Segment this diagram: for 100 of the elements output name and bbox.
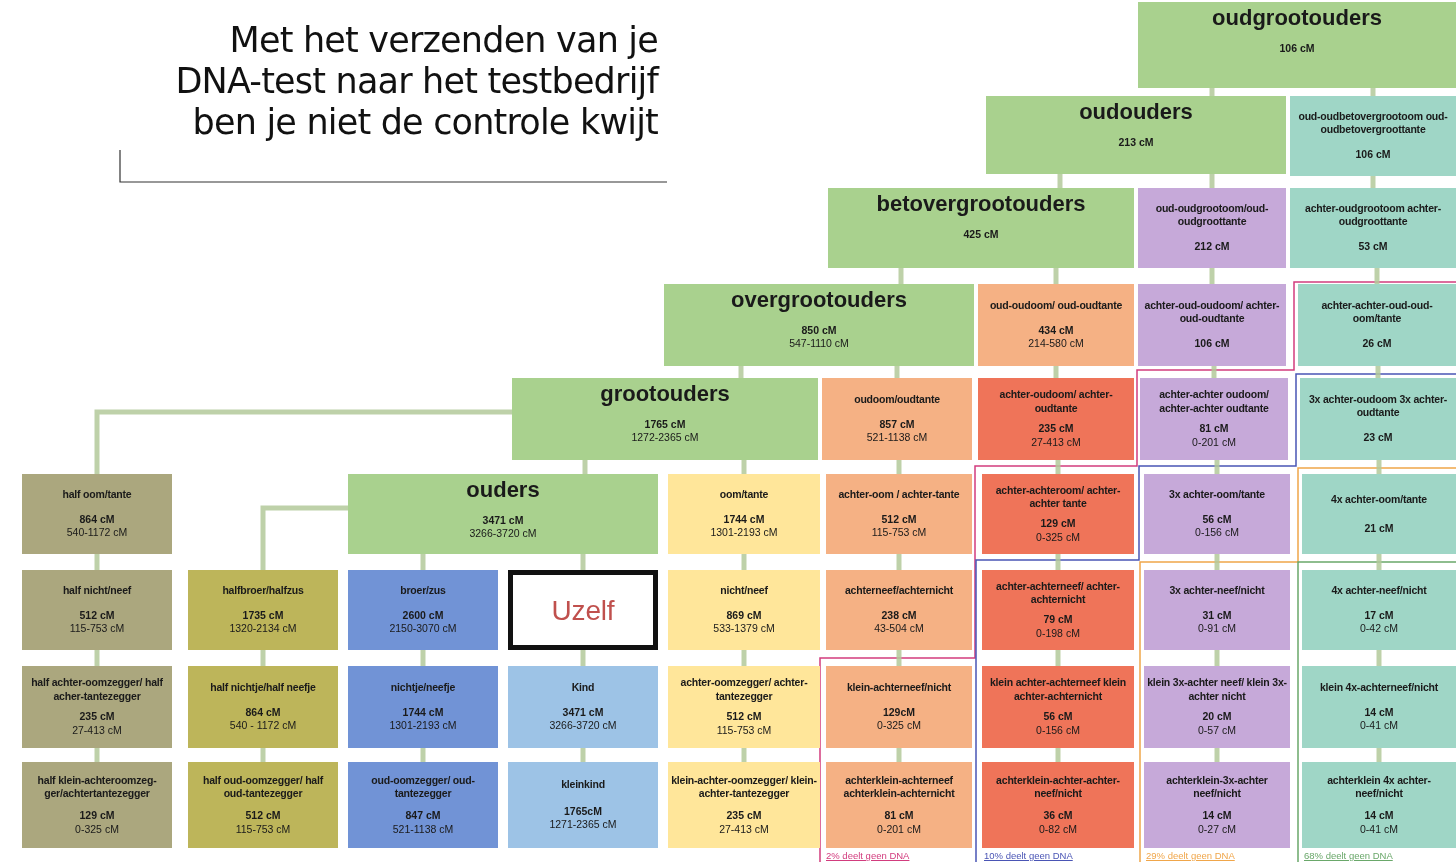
average-cm: 847 cM (405, 808, 441, 823)
relation-name: achter-oud-oudoom/ achter-oud-oudtante (1143, 299, 1281, 326)
relation-name: achterklein-achter-achter-neef/nicht (995, 773, 1121, 801)
connector-line (1211, 366, 1217, 378)
relation-name: oudoom/oudtante (854, 392, 940, 406)
relation-box (188, 570, 338, 650)
connector-line (1209, 174, 1215, 188)
relation-name: achterklein-3x-achter neef/nicht (1165, 773, 1269, 801)
average-cm: 1735 cM (242, 608, 284, 623)
cm-range: 0-41 cM (1360, 719, 1398, 734)
relation-name: achter-oudoom/ achter-oudtante (998, 388, 1114, 415)
relation-box (188, 666, 338, 748)
cm-range: 540-1172 cM (66, 526, 128, 540)
relation-name: 4x achter-oom/tante (1331, 492, 1427, 506)
average-cm: 1744 cM (402, 705, 444, 720)
average-cm: 850 cM (801, 323, 837, 338)
connector-line (420, 554, 426, 570)
cm-range: 27-413 cM (72, 723, 122, 738)
note: 29% deelt geen DNA (1146, 850, 1235, 861)
relation-name: half nichtje/half neefje (210, 680, 316, 694)
relation-name: oud-oudoom/ oud-oudtante (989, 298, 1123, 312)
relation-box (982, 762, 1134, 848)
relation-box (978, 284, 1134, 366)
average-cm: 1765 cM (644, 417, 686, 432)
average-cm: 235 cM (726, 808, 762, 823)
average-cm: 106 cM (1194, 337, 1230, 351)
connector-line (738, 366, 744, 378)
average-cm: 212 cM (1194, 239, 1230, 254)
relation-box (668, 666, 820, 748)
average-cm: 512 cM (726, 710, 762, 724)
cm-range: 3266-3720 cM (469, 527, 537, 541)
connector-line (1209, 88, 1215, 96)
relation-box (348, 762, 498, 848)
relation-box (512, 378, 818, 460)
connector-line (582, 460, 588, 474)
relation-box (1300, 378, 1456, 460)
connector-line (260, 650, 266, 666)
connector-line (894, 366, 900, 378)
relation-box (664, 284, 974, 366)
cm-range: 1271-2365 cM (549, 818, 617, 832)
relation-box (348, 570, 498, 650)
relation-name: Uzelf (551, 593, 615, 628)
connector-line (1055, 748, 1061, 762)
connector-line (741, 748, 747, 762)
cm-range: 540 - 1172 cM (229, 719, 297, 734)
connector-line (420, 748, 426, 762)
relation-name: grootouders (600, 380, 730, 408)
relation-box (348, 666, 498, 748)
cm-range: 27-413 cM (1031, 435, 1081, 450)
relation-name: overgrootouders (731, 286, 907, 314)
cm-range: 0-27 cM (1198, 822, 1236, 837)
cm-range: 214-580 cM (1028, 337, 1084, 352)
relation-name: achter-achterneef/ achter-achternicht (995, 579, 1121, 607)
relation-name: klein 3x-achter neef/ klein 3x-achter nicht (1147, 676, 1287, 703)
connector-line (1055, 460, 1061, 474)
connector-line (896, 748, 902, 762)
relation-box (22, 666, 172, 748)
connector-line (1214, 748, 1220, 762)
relation-box (188, 762, 338, 848)
average-cm: 81 cM (1199, 422, 1229, 436)
relation-name: kleinkind (561, 778, 605, 792)
relation-box (1302, 666, 1456, 748)
relation-box (1302, 474, 1456, 554)
relation-name: oud-oomzegger/ oud-tantezegger (370, 773, 476, 801)
cm-range: 0-82 cM (1039, 822, 1077, 837)
relation-box (22, 762, 172, 848)
relation-box (978, 378, 1134, 460)
connector-line (94, 650, 100, 666)
cm-range: 115-753 cM (871, 526, 927, 540)
connector-line (260, 748, 266, 762)
relation-box (1144, 570, 1290, 650)
relation-box (1290, 96, 1456, 176)
cm-range: 115-753 cM (235, 822, 291, 837)
connector-line (1214, 650, 1220, 666)
cm-range: 0-325 cM (1036, 530, 1080, 545)
relation-box (508, 666, 658, 748)
average-cm: 106 cM (1355, 147, 1391, 162)
cm-range: 533-1379 cM (713, 622, 775, 636)
relation-box (982, 666, 1134, 748)
note: 10% deelt geen DNA (984, 850, 1073, 861)
relation-box (982, 474, 1134, 554)
relation-name: broer/zus (400, 584, 446, 598)
average-cm: 14 cM (1364, 808, 1394, 823)
relation-name: oud-oudbetovergrootoom oud-oudbetovergroottante (1297, 110, 1449, 137)
connector-line (1055, 554, 1061, 570)
average-cm: 129 cM (79, 808, 115, 823)
connector-line (420, 650, 426, 666)
relation-name: betovergrootouders (876, 190, 1086, 218)
average-cm: 864 cM (245, 705, 281, 720)
relation-name: achter-achter oudoom/ achter-achter oudtante (1158, 388, 1270, 415)
relation-name: Kind (571, 680, 595, 694)
relation-box (822, 378, 972, 460)
cm-range: 1272-2365 cM (631, 431, 699, 445)
relation-box (828, 188, 1134, 268)
relation-box (1138, 188, 1286, 268)
relation-name: half nicht/neef (62, 584, 132, 598)
average-cm: 129 cM (1040, 516, 1076, 531)
relation-name: half achter-oomzegger/ half acher-tantezegger (30, 676, 164, 703)
relation-name: 3x achter-oom/tante (1169, 488, 1265, 502)
relation-name: half oud-oomzegger/ half oud-tantezegger (202, 773, 325, 801)
